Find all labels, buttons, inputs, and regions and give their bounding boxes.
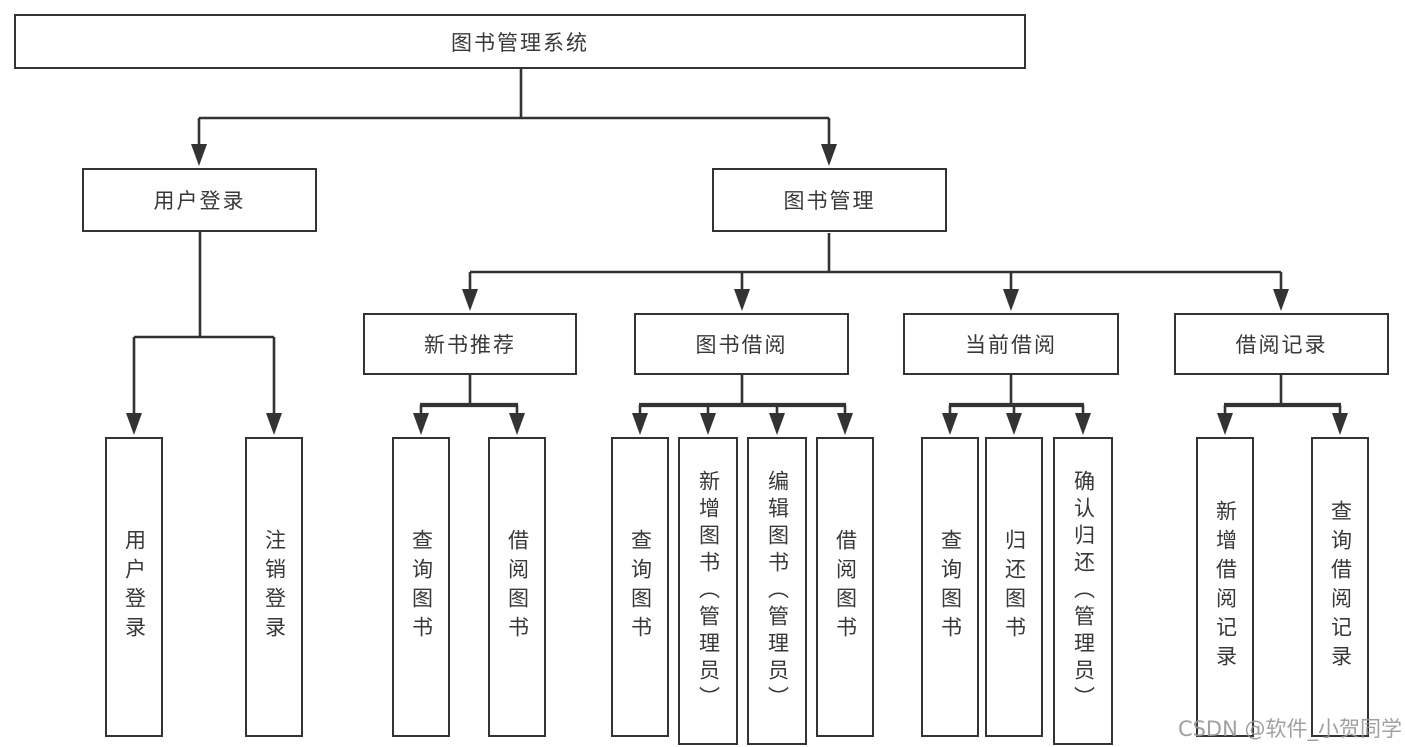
- node-label: 查询图书: [409, 529, 434, 645]
- tree-node-current-borrowing: 当前借阅: [903, 313, 1119, 375]
- node-label: 编辑图书（管理员）: [765, 469, 790, 713]
- tree-leaf-add-books-admin: 新增图书（管理员）: [678, 437, 738, 745]
- node-label: 新书推荐: [424, 333, 516, 357]
- node-label: 确认归还（管理员）: [1071, 469, 1096, 713]
- tree-leaf-confirm-return-admin: 确认归还（管理员）: [1053, 437, 1113, 745]
- tree-node-user-login-branch: 用户登录: [82, 168, 317, 232]
- node-label: 归还图书: [1002, 529, 1027, 645]
- node-label: 用户登录: [122, 529, 147, 645]
- tree-leaf-query-books-3: 查询图书: [921, 437, 979, 737]
- node-label: 当前借阅: [965, 333, 1057, 357]
- node-label: 图书借阅: [695, 333, 788, 357]
- tree-leaf-query-borrow-record: 查询借阅记录: [1311, 437, 1369, 737]
- tree-node-book-management-branch: 图书管理: [712, 168, 947, 232]
- tree-node-new-book-recommend: 新书推荐: [363, 313, 577, 375]
- node-label: 新增借阅记录: [1213, 500, 1238, 674]
- node-label-root: 图书管理系统: [451, 30, 589, 55]
- tree-leaf-add-borrow-record: 新增借阅记录: [1196, 437, 1254, 737]
- tree-leaf-edit-books-admin: 编辑图书（管理员）: [747, 437, 807, 745]
- node-label: 用户登录: [153, 189, 246, 213]
- node-label: 注销登录: [262, 529, 287, 645]
- tree-leaf-return-books: 归还图书: [985, 437, 1043, 737]
- node-label: 借阅记录: [1235, 333, 1328, 357]
- tree-node-root: 图书管理系统: [14, 14, 1026, 69]
- tree-leaf-query-books-2: 查询图书: [611, 437, 669, 737]
- node-label: 借阅图书: [505, 529, 530, 645]
- tree-leaf-user-login: 用户登录: [105, 437, 163, 737]
- tree-leaf-borrow-books-1: 借阅图书: [488, 437, 546, 737]
- node-label: 新增图书（管理员）: [696, 469, 721, 713]
- tree-leaf-query-books-1: 查询图书: [392, 437, 450, 737]
- tree-node-borrowing-records: 借阅记录: [1174, 313, 1389, 375]
- node-label: 查询借阅记录: [1328, 500, 1353, 674]
- tree-leaf-logout: 注销登录: [245, 437, 303, 737]
- tree-node-book-borrowing: 图书借阅: [634, 313, 849, 375]
- node-label: 查询图书: [628, 529, 653, 645]
- tree-leaf-borrow-books-2: 借阅图书: [816, 437, 874, 737]
- node-label: 借阅图书: [833, 529, 858, 645]
- node-label: 图书管理: [783, 189, 876, 213]
- watermark: CSDN @软件_小贺同学: [1177, 717, 1402, 741]
- node-label: 查询图书: [938, 529, 963, 645]
